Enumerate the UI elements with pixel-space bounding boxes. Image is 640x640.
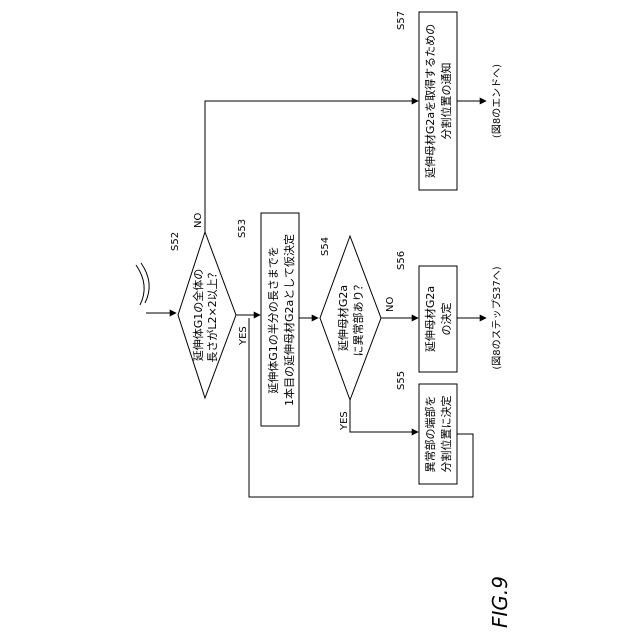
- step-label-s55: S55: [396, 371, 407, 390]
- decision-s54: [320, 236, 381, 400]
- decision-s52-text-2: 長さがL2×2以上？: [205, 267, 219, 362]
- branch-label-s54-yes: YES: [339, 411, 350, 431]
- decision-s54-text-2: に異常部あり？: [351, 280, 365, 357]
- process-s56-text-2: の決定: [439, 303, 453, 336]
- step-label-s52: S52: [170, 232, 181, 251]
- process-s57-text-2: 分割位置の通知: [439, 63, 453, 140]
- decision-s52-text-1: 延伸体G1の全体の: [191, 269, 205, 362]
- figure-label: FIG.9: [488, 576, 512, 628]
- process-s55-text-1: 異常部の端部を: [423, 396, 437, 473]
- continuation-break-mark: [136, 263, 149, 305]
- flow-line-s54-yes: [350, 400, 418, 432]
- decision-s54-text-1: 延伸母材G2a: [336, 285, 350, 351]
- process-s53-text-1: 延伸体G1の半分の長さまでを: [266, 246, 280, 394]
- step-label-s57: S57: [396, 11, 407, 30]
- flow-line-s52-no: [205, 101, 418, 232]
- branch-label-s52-no: NO: [193, 213, 204, 228]
- step-label-s53: S53: [237, 219, 248, 238]
- step-label-s54: S54: [320, 237, 331, 256]
- process-s53-text-2: 1本目の延伸母材G2aとして仮決定: [282, 234, 296, 406]
- exit-label-s37: (図8のステップS37へ): [491, 266, 503, 369]
- exit-label-end: (図8のエンドへ): [491, 64, 503, 138]
- process-s57-text-1: 延伸母材G2aを取得するための: [423, 24, 437, 178]
- branch-label-s52-yes: YES: [238, 326, 249, 346]
- step-label-s56: S56: [396, 251, 407, 270]
- process-s56-text-1: 延伸母材G2a: [423, 286, 437, 352]
- process-s55-text-2: 分割位置に決定: [439, 396, 453, 473]
- branch-label-s54-no: NO: [385, 297, 396, 312]
